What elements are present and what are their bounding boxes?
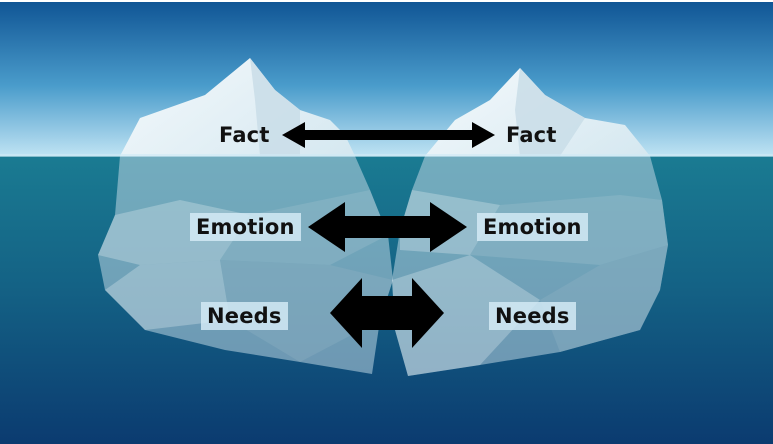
emotion-double-arrow — [308, 202, 467, 252]
right-iceberg-body — [392, 156, 668, 376]
left-iceberg — [98, 58, 393, 374]
left-iceberg-tip-shade — [250, 58, 300, 156]
right-iceberg-tip-shade — [515, 68, 585, 156]
left-emotion-label: Emotion — [190, 213, 301, 241]
waterline — [0, 154, 773, 157]
left-iceberg-facet-2 — [220, 190, 388, 265]
right-needs-label: Needs — [489, 302, 576, 330]
fact-double-arrow — [282, 122, 495, 148]
right-fact-label: Fact — [506, 123, 557, 147]
top-border — [0, 0, 773, 2]
right-iceberg-facet-3 — [392, 255, 540, 376]
left-fact-label: Fact — [219, 123, 270, 147]
right-emotion-label: Emotion — [477, 213, 588, 241]
left-iceberg-facet-4 — [220, 260, 393, 362]
needs-double-arrow — [330, 278, 444, 348]
left-iceberg-facet-3 — [105, 260, 230, 330]
left-iceberg-body — [98, 156, 393, 374]
left-needs-label: Needs — [201, 302, 288, 330]
